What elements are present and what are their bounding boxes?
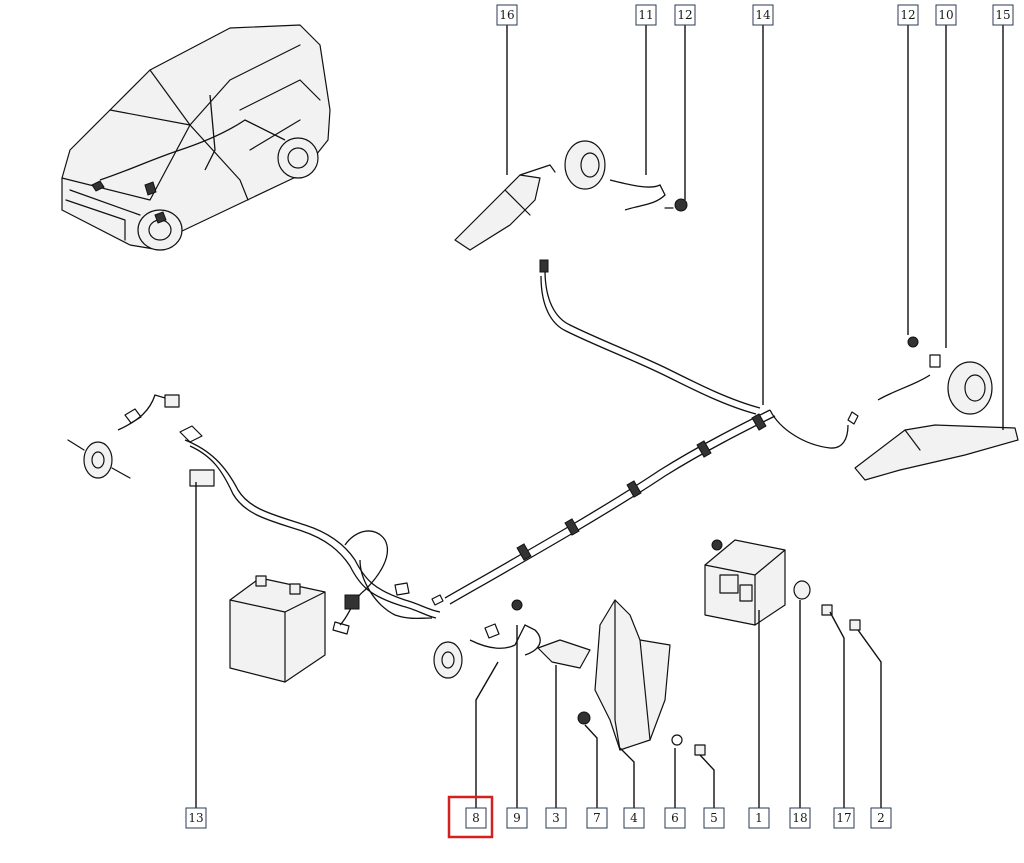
callout-11-label: 11	[638, 8, 653, 22]
vehicle-locator-drawing	[61, 24, 331, 251]
callout-12-label: 12	[677, 8, 692, 22]
callout-4-label: 4	[630, 811, 638, 825]
callout-15-label: 15	[995, 8, 1010, 22]
callout-1[interactable]: 1	[748, 807, 770, 829]
callout-13-label: 13	[188, 811, 203, 825]
callout-14-label: 14	[755, 8, 771, 22]
callout-14[interactable]: 14	[752, 4, 774, 26]
leader-lines	[195, 25, 1004, 808]
rear-right-sensor-drawing	[854, 336, 1019, 481]
callout-12b-label: 12	[900, 8, 915, 22]
callout-17-label: 17	[836, 811, 851, 825]
callout-7[interactable]: 7	[586, 807, 608, 829]
abs-mounting-bracket-drawing	[577, 599, 706, 756]
callout-12-top-right[interactable]: 12	[897, 4, 919, 26]
callout-7-label: 7	[593, 811, 601, 825]
callout-5-label: 5	[710, 811, 718, 825]
callout-4[interactable]: 4	[623, 807, 645, 829]
callout-6[interactable]: 6	[664, 807, 686, 829]
callout-6-label: 6	[671, 811, 679, 825]
callout-1-label: 1	[755, 811, 763, 825]
callout-10-label: 10	[938, 8, 953, 22]
battery-drawing	[229, 575, 326, 683]
callout-18[interactable]: 18	[789, 807, 811, 829]
callout-8[interactable]: 8	[465, 807, 487, 829]
front-left-sensor-drawing	[67, 394, 180, 479]
callout-2-label: 2	[877, 811, 885, 825]
callout-13[interactable]: 13	[185, 807, 207, 829]
callout-11[interactable]: 11	[635, 4, 657, 26]
callout-16-label: 16	[499, 8, 514, 22]
callout-2[interactable]: 2	[870, 807, 892, 829]
callout-5[interactable]: 5	[703, 807, 725, 829]
callout-17[interactable]: 17	[833, 807, 855, 829]
callout-3[interactable]: 3	[545, 807, 567, 829]
callout-15[interactable]: 15	[992, 4, 1014, 26]
callout-3-label: 3	[552, 811, 560, 825]
selected-callout-highlight	[447, 795, 494, 839]
underbody-sensor-harness-drawing	[431, 259, 859, 606]
rear-left-sensor-drawing	[454, 140, 688, 251]
callout-9-label: 9	[513, 811, 521, 825]
callout-12-top-left[interactable]: 12	[674, 4, 696, 26]
callout-16[interactable]: 16	[496, 4, 518, 26]
callout-9[interactable]: 9	[506, 807, 528, 829]
abs-hydraulic-unit-drawing	[704, 539, 861, 631]
callout-8-label: 8	[472, 811, 480, 825]
front-right-sensor-drawing	[433, 599, 591, 679]
callout-10[interactable]: 10	[935, 4, 957, 26]
callout-18-label: 18	[792, 811, 807, 825]
